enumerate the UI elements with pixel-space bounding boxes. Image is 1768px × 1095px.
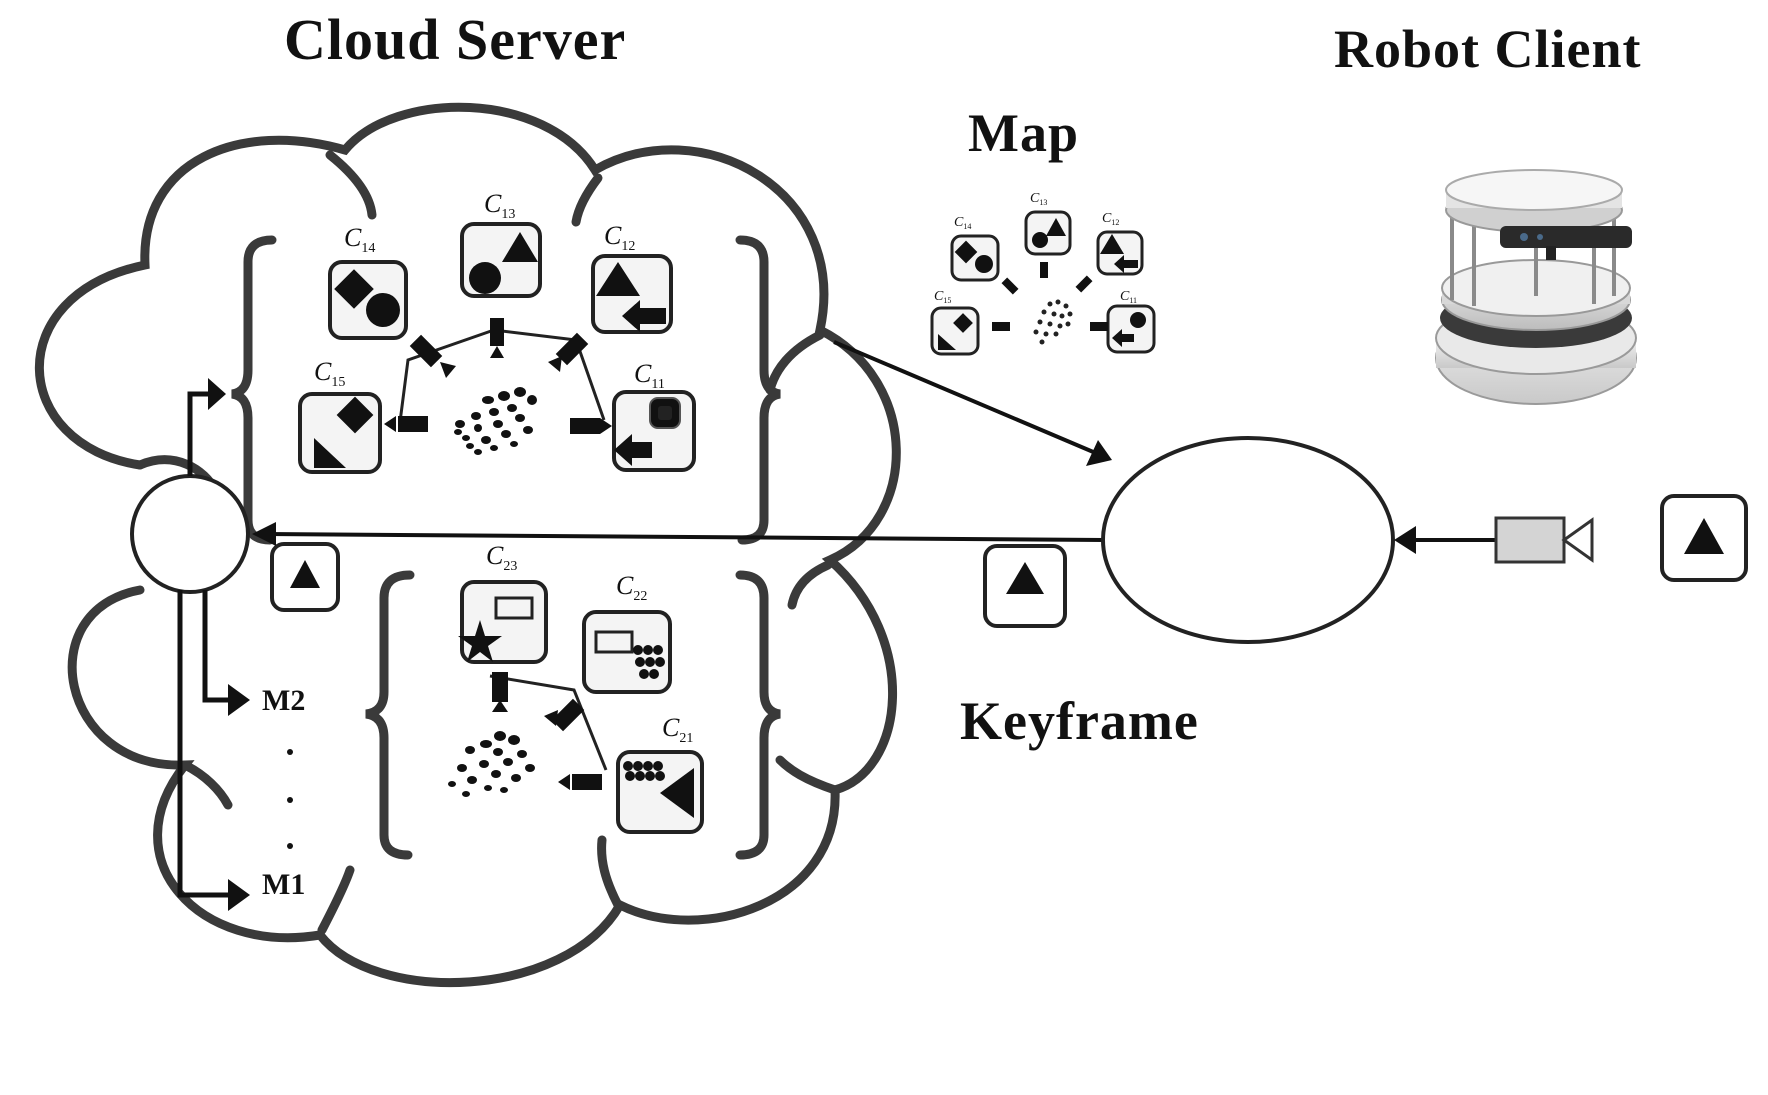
arrow-shape (622, 300, 666, 332)
camera-pose-icon (490, 318, 504, 346)
keyframe-c15 (298, 392, 382, 474)
map-manager-node (130, 474, 250, 594)
triangle-card-icon (1660, 494, 1748, 582)
left-brace-upper (231, 235, 277, 545)
label-c12: C12 (604, 221, 635, 254)
camera-pose-icon (551, 698, 585, 732)
rectangle-shape (494, 596, 534, 620)
keyframe-c21 (616, 750, 704, 834)
star-shape (458, 620, 502, 662)
map-title: Map (968, 103, 1079, 163)
camera-pose-icon (492, 672, 508, 702)
map-manager (130, 378, 340, 911)
rectangle-shape (594, 630, 634, 654)
map-keyframe-c14 (950, 234, 1000, 282)
map-group-upper (231, 222, 781, 545)
ellipsis-dots (287, 749, 293, 849)
map-label-c12: C12 (1102, 211, 1119, 227)
label-c21: C21 (662, 713, 693, 746)
keyframe-c23 (458, 580, 548, 664)
robot-slam-node (1101, 436, 1395, 644)
map-label-m2: M2 (262, 684, 305, 717)
robot-client-title: Robot Client (1334, 19, 1642, 79)
cloud-server-title: Cloud Server (284, 7, 627, 72)
camera-pose-icon (572, 774, 602, 790)
triangle-shape (502, 232, 538, 262)
map-keyframe-c11 (1106, 304, 1156, 354)
triangle-shape (596, 262, 640, 296)
keyframe-title: Keyframe (960, 691, 1199, 751)
cloud-outline (35, 102, 901, 988)
keyframe-c13 (460, 222, 542, 298)
keyframe-card-incoming (270, 542, 340, 612)
camera-icon (1494, 516, 1594, 564)
map-keyframe-c13 (1024, 210, 1072, 256)
camera-pose-icon (555, 332, 589, 366)
map-keyframe-c12 (1096, 230, 1144, 276)
label-c11: C11 (634, 359, 665, 392)
keyframe-to-server-arrow (252, 522, 1105, 546)
triangle-shape (660, 768, 694, 818)
label-c15: C15 (314, 357, 345, 390)
map-keyframe-c15 (930, 306, 980, 356)
camera-pose-icon (409, 334, 443, 368)
map-label-c11: C11 (1120, 289, 1137, 305)
turtlebot-robot-icon (1435, 169, 1637, 405)
map-label-c15: C15 (934, 289, 951, 305)
label-c22: C22 (616, 571, 647, 604)
point-cloud-upper (454, 387, 537, 455)
circle-shape (366, 293, 400, 327)
label-c13: C13 (484, 189, 515, 222)
point-cloud-lower (448, 731, 535, 797)
circle-shape (469, 262, 501, 294)
diamond-shape (336, 396, 374, 434)
map-point-cloud (1033, 299, 1073, 345)
camera-pose-icon (570, 418, 600, 434)
keyframe-card-transfer (983, 544, 1067, 628)
label-c23: C23 (486, 541, 517, 574)
triangle-shape (314, 438, 346, 468)
right-brace-lower (735, 570, 781, 860)
keyframe-c22 (582, 610, 672, 694)
camera-poses-upper (384, 318, 612, 434)
label-c14: C14 (344, 223, 375, 256)
right-brace-upper (735, 235, 781, 545)
keyframe-c12 (591, 254, 673, 334)
map-group-lower (365, 570, 781, 860)
keyframe-c11 (612, 390, 696, 472)
arrow-shape (614, 434, 652, 466)
camera-pose-icon (398, 416, 428, 432)
map-thumbnail (930, 210, 1156, 356)
camera-to-slam-arrow (1394, 526, 1496, 554)
map-to-robot-arrow (833, 340, 1112, 466)
map-label-m1: M1 (262, 868, 305, 901)
left-brace-lower (365, 570, 415, 860)
keyframe-c14 (328, 260, 408, 340)
map-label-c14: C14 (954, 215, 971, 231)
diamond-shape (334, 269, 374, 309)
camera-poses-lower (489, 672, 608, 790)
map-label-c13: C13 (1030, 191, 1047, 207)
